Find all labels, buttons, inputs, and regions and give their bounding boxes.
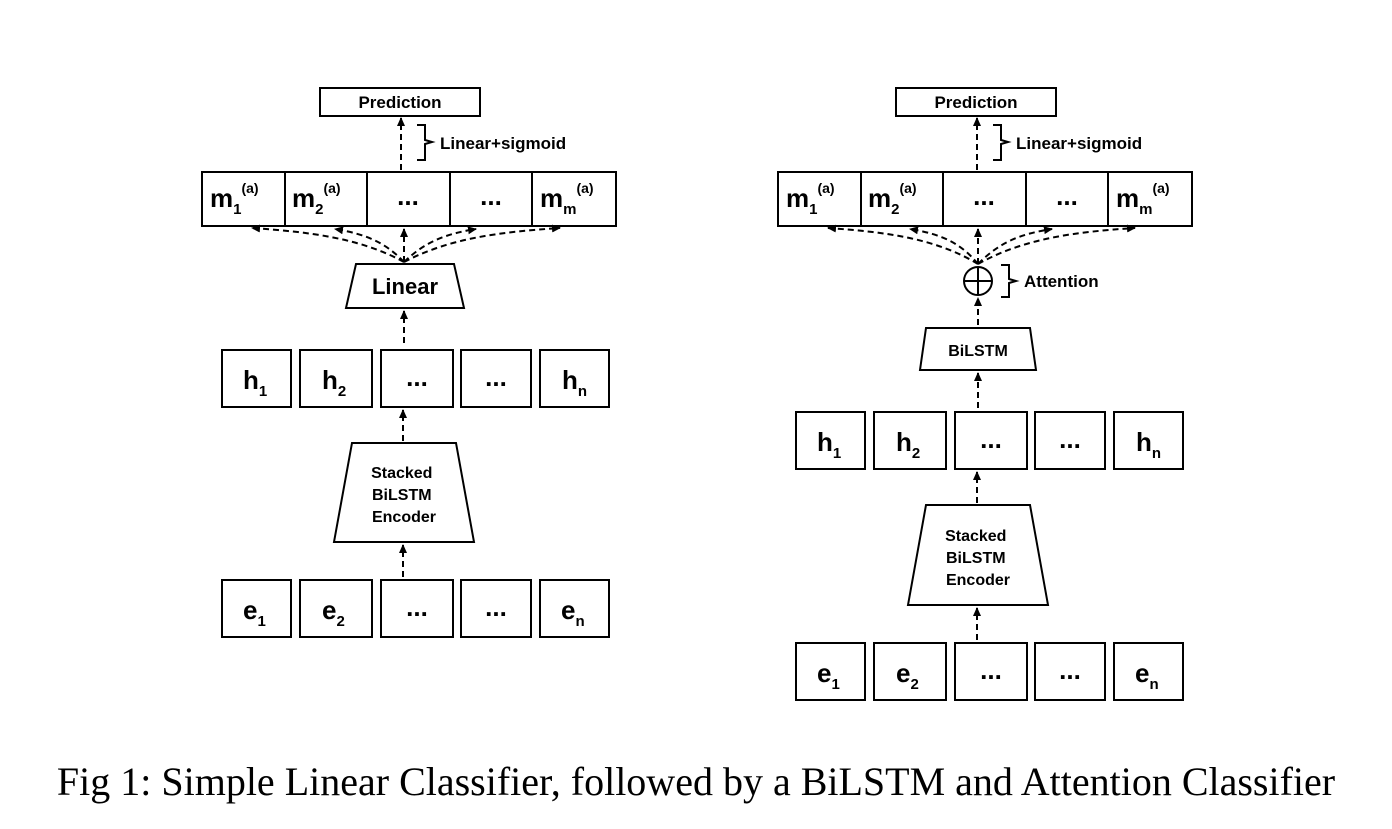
left-hidden-box-3 [380, 349, 454, 408]
right-hidden-4: ... [1059, 424, 1081, 454]
right-attention-label: Attention [1024, 272, 1099, 291]
left-fan-arrow-1 [251, 224, 405, 263]
left-encoder-line-1: Stacked [371, 465, 432, 482]
right-head-brace [993, 124, 1012, 161]
right-fan-arrow-1 [827, 224, 979, 265]
right-encoder-line-2: BiLSTM [946, 550, 1006, 567]
left-embedding-1: e1 [243, 595, 266, 630]
left-encoder-label: Stacked BiLSTM Encoder [371, 465, 437, 526]
right-embedding-4: ... [1059, 655, 1081, 685]
right-output-4: ... [1056, 181, 1078, 211]
right-embedding-box-5 [1113, 642, 1184, 701]
right-bilstm-label: BiLSTM [948, 343, 1008, 360]
left-embedding-box-4 [460, 579, 532, 638]
right-embedding-1: e1 [817, 658, 840, 693]
right-fan-arrow-4 [977, 226, 1053, 265]
right-fan-arrow-2 [909, 226, 979, 265]
left-prediction-label: Prediction [358, 93, 441, 112]
left-embedding-5: en [561, 595, 585, 630]
left-linear-block [344, 263, 466, 309]
right-embedding-box-4 [1034, 642, 1106, 701]
left-encoder-block [332, 442, 476, 543]
right-hidden-box-4 [1034, 411, 1106, 470]
right-panel [777, 87, 1193, 701]
right-embedding-box-1 [795, 642, 866, 701]
left-panel [201, 87, 617, 638]
right-prediction-label: Prediction [934, 93, 1017, 112]
right-encoder-line-1: Stacked [945, 528, 1006, 545]
left-fan-arrow-5 [403, 224, 561, 263]
right-hidden-box-2 [873, 411, 947, 470]
right-hidden-box-3 [954, 411, 1028, 470]
left-linear-label: Linear [372, 274, 438, 299]
right-embedding-5: en [1135, 658, 1159, 693]
right-hidden-1: h1 [817, 427, 841, 462]
right-output-row [777, 171, 1193, 227]
right-encoder-line-3: Encoder [946, 572, 1010, 589]
left-output-2: m2(a) [292, 180, 341, 218]
left-fan-arrow-4 [403, 226, 477, 263]
right-hidden-box-1 [795, 411, 866, 470]
left-output-5: mm(a) [540, 180, 594, 218]
right-fan-arrow-5 [977, 224, 1136, 265]
right-hidden-3: ... [980, 424, 1002, 454]
left-hidden-box-2 [299, 349, 373, 408]
left-head-label: Linear+sigmoid [440, 134, 566, 153]
left-encoder-line-3: Encoder [372, 509, 436, 526]
left-hidden-3: ... [406, 362, 428, 392]
left-encoder-line-2: BiLSTM [372, 487, 432, 504]
left-embedding-box-3 [380, 579, 454, 638]
right-hidden-box-5 [1113, 411, 1184, 470]
left-embedding-box-1 [221, 579, 292, 638]
left-hidden-4: ... [485, 362, 507, 392]
left-output-1: m1(a) [210, 180, 259, 218]
right-hidden-2: h2 [896, 427, 920, 462]
left-hidden-box-1 [221, 349, 292, 408]
right-encoder-label: Stacked BiLSTM Encoder [945, 528, 1011, 589]
left-output-row [201, 171, 617, 227]
left-embedding-box-2 [299, 579, 373, 638]
right-encoder-block [906, 504, 1050, 606]
right-embedding-2: e2 [896, 658, 919, 693]
left-output-3: ... [397, 181, 419, 211]
left-embedding-3: ... [406, 592, 428, 622]
right-embedding-box-2 [873, 642, 947, 701]
left-prediction-box [319, 87, 481, 117]
right-embedding-box-3 [954, 642, 1028, 701]
right-output-1: m1(a) [786, 180, 835, 218]
left-embedding-4: ... [485, 592, 507, 622]
right-prediction-box [895, 87, 1057, 117]
left-hidden-box-5 [539, 349, 610, 408]
right-attention-brace [1001, 264, 1020, 298]
left-embedding-box-5 [539, 579, 610, 638]
left-hidden-box-4 [460, 349, 532, 408]
left-output-4: ... [480, 181, 502, 211]
right-embedding-3: ... [980, 655, 1002, 685]
right-hidden-5: hn [1136, 427, 1161, 462]
right-output-5: mm(a) [1116, 180, 1170, 218]
right-output-2: m2(a) [868, 180, 917, 218]
left-hidden-5: hn [562, 365, 587, 400]
right-output-3: ... [973, 181, 995, 211]
figure-caption: Fig 1: Simple Linear Classifier, followe… [56, 759, 1336, 804]
left-hidden-1: h1 [243, 365, 267, 400]
left-embedding-2: e2 [322, 595, 345, 630]
left-head-brace [417, 124, 436, 161]
left-hidden-2: h2 [322, 365, 346, 400]
right-bilstm-block [918, 327, 1038, 371]
right-head-label: Linear+sigmoid [1016, 134, 1142, 153]
